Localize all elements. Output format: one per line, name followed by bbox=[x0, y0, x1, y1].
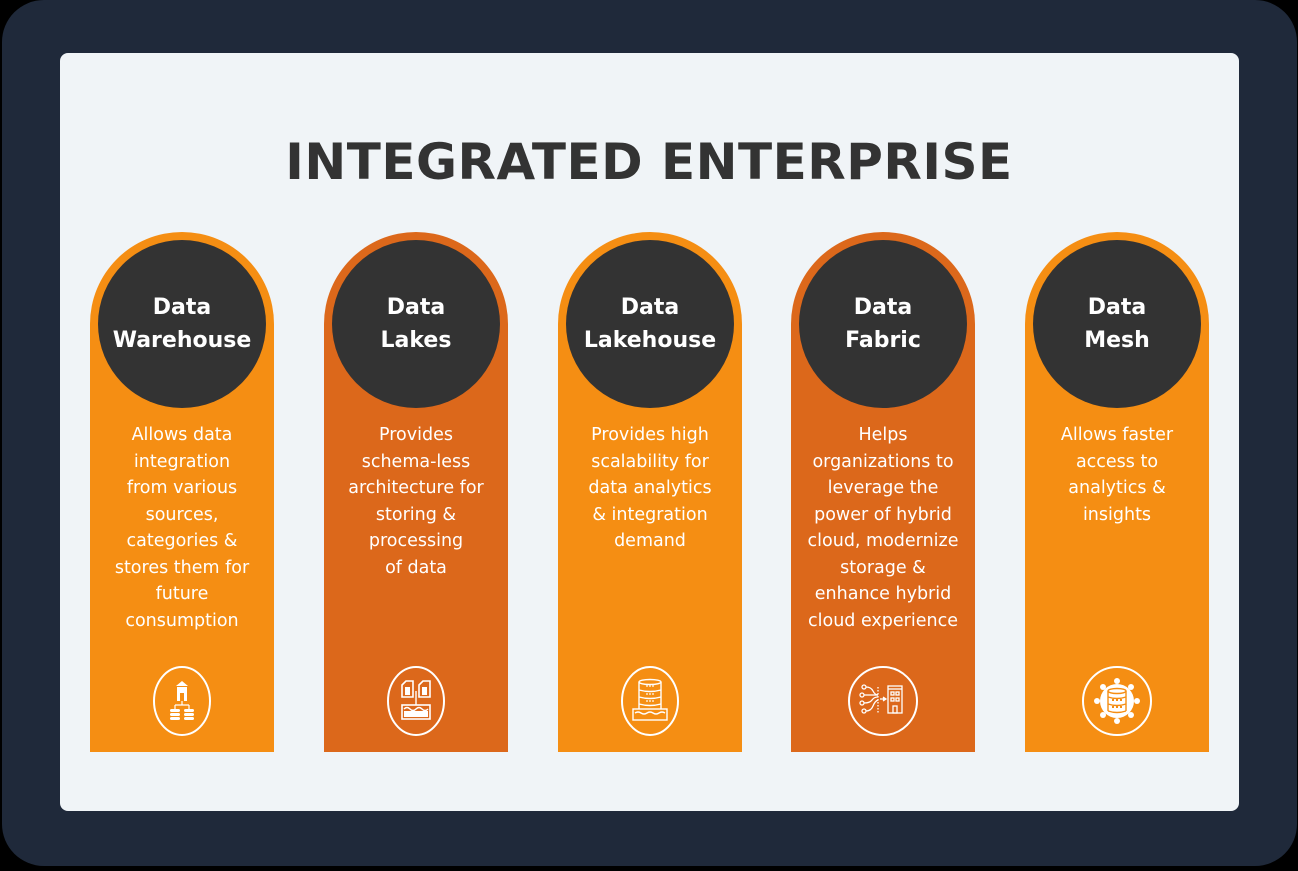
column-title-line: Lakehouse bbox=[583, 328, 717, 353]
description-line: storage & bbox=[840, 557, 926, 578]
description-line: stores them for bbox=[114, 557, 250, 578]
description-line: architecture for bbox=[348, 478, 484, 498]
description-line: processing bbox=[368, 531, 464, 551]
column-data-fabric: Data Fabric Helps organizations to lever… bbox=[791, 232, 975, 752]
description-line: & integration bbox=[592, 504, 708, 525]
column-title-circle: Data Fabric bbox=[799, 240, 967, 408]
description-line: access to bbox=[1075, 451, 1159, 472]
column-title-circle: Data Lakes bbox=[332, 240, 500, 408]
description-line: Provides high bbox=[591, 425, 709, 445]
column-description: Provides schema-less architecture for st… bbox=[330, 422, 502, 581]
data-lake-icon bbox=[380, 665, 452, 737]
database-gear-icon bbox=[1081, 665, 1153, 737]
description-line: schema-less bbox=[361, 451, 471, 472]
network-to-building-icon bbox=[847, 665, 919, 737]
description-line: future bbox=[155, 584, 209, 604]
description-line: Allows data bbox=[131, 425, 233, 445]
description-line: leverage the bbox=[827, 478, 939, 498]
description-line: data analytics bbox=[588, 478, 712, 498]
column-data-lakes: Data Lakes Provides schema-less architec… bbox=[324, 232, 508, 752]
warehouse-database-icon bbox=[146, 665, 218, 737]
description-line: sources, bbox=[145, 504, 219, 525]
column-title-circle: Data Mesh bbox=[1033, 240, 1201, 408]
column-title-line: Data bbox=[152, 295, 212, 320]
description-line: from various bbox=[126, 478, 238, 498]
column-description: Allows faster access to analytics & insi… bbox=[1031, 422, 1203, 528]
column-data-warehouse: Data Warehouse Allows data integration f… bbox=[90, 232, 274, 752]
description-line: Allows faster bbox=[1060, 425, 1174, 445]
column-title-line: Fabric bbox=[845, 328, 921, 353]
column-description: Allows data integration from various sou… bbox=[96, 422, 268, 634]
column-description: Provides high scalability for data analy… bbox=[564, 422, 736, 555]
column-title-line: Mesh bbox=[1084, 328, 1150, 353]
column-title-line: Warehouse bbox=[112, 328, 252, 353]
description-line: integration bbox=[133, 451, 231, 472]
column-title-line: Data bbox=[853, 295, 913, 320]
column-data-mesh: Data Mesh Allows faster access to analyt… bbox=[1025, 232, 1209, 752]
column-title-line: Lakes bbox=[380, 328, 452, 353]
column-title-circle: Data Warehouse bbox=[98, 240, 266, 408]
column-title-line: Data bbox=[620, 295, 680, 320]
description-line: storing & bbox=[375, 504, 457, 525]
column-title-line: Data bbox=[1087, 295, 1147, 320]
column-title-circle: Data Lakehouse bbox=[566, 240, 734, 408]
description-line: consumption bbox=[125, 610, 239, 631]
description-line: cloud experience bbox=[808, 610, 958, 631]
description-line: Helps bbox=[858, 425, 908, 445]
column-title-line: Data bbox=[386, 295, 446, 320]
column-data-lakehouse: Data Lakehouse Provides high scalability… bbox=[558, 232, 742, 752]
description-line: enhance hybrid bbox=[814, 584, 952, 604]
description-line: cloud, modernize bbox=[807, 531, 959, 551]
database-server-water-icon bbox=[614, 665, 686, 737]
page-title: INTEGRATED ENTERPRISE bbox=[285, 133, 1013, 191]
description-line: organizations to bbox=[812, 451, 954, 472]
description-line: scalability for bbox=[591, 451, 709, 472]
description-line: analytics & bbox=[1068, 478, 1166, 498]
description-line: Provides bbox=[379, 425, 453, 445]
column-description: Helps organizations to leverage the powe… bbox=[797, 422, 969, 634]
description-line: of data bbox=[385, 557, 447, 578]
description-line: demand bbox=[614, 531, 686, 551]
description-line: insights bbox=[1082, 504, 1152, 525]
description-line: categories & bbox=[126, 531, 238, 551]
description-line: power of hybrid bbox=[814, 504, 952, 525]
